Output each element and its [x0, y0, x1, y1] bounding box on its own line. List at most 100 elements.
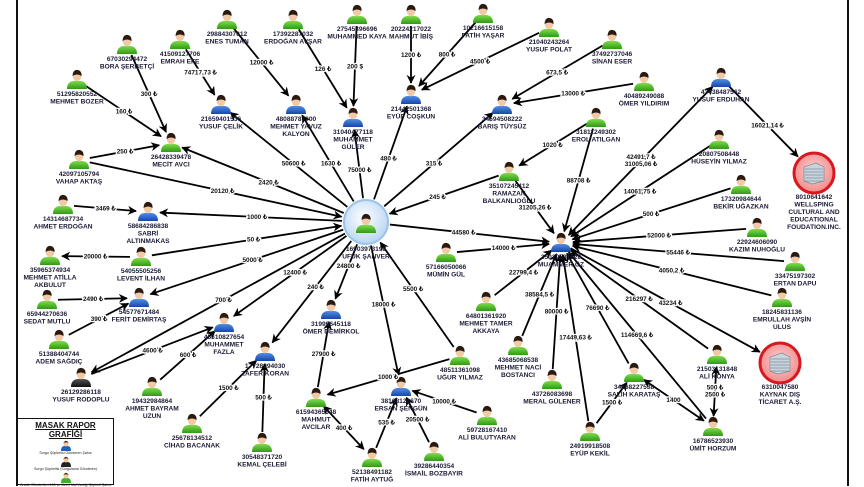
node-id-number: 21040243264	[529, 39, 570, 46]
node-name: EMRAH EFE	[161, 59, 200, 66]
transfer-arrow	[456, 240, 550, 253]
person-blue-icon	[551, 232, 571, 252]
node-name: EMRULLAH AVŞİN	[753, 316, 811, 324]
transfer-amount-label: 5000 ₺	[242, 257, 262, 264]
transfer-amount-label: 31005,06 ₺	[625, 161, 658, 168]
node-id-number: 34868227538	[614, 384, 655, 391]
person-green-icon	[37, 289, 57, 309]
transfer-amount-label: 14000 ₺	[492, 245, 516, 252]
person-green-icon	[69, 149, 89, 169]
node-name: EYÜP COŞKUN	[387, 112, 435, 121]
transfer-amount-label: 55446 ₺	[666, 250, 690, 257]
node-id-number: 14314687734	[43, 216, 84, 223]
person-blue-icon	[129, 287, 149, 307]
person-green-icon	[217, 9, 237, 29]
node-name: CULTURAL AND	[788, 209, 839, 216]
transfer-amount-label: 500 ₺	[255, 395, 272, 402]
transfer-amount-label: 3469 ₺	[95, 206, 115, 213]
person-black-icon	[71, 367, 91, 387]
transfer-amount-label: 400 ₺	[336, 425, 353, 432]
transfer-arrow	[709, 366, 721, 417]
node-name: KALYON	[282, 131, 309, 138]
node-name: MEHMET NACİ	[495, 364, 542, 372]
node-name: ULUS	[773, 324, 792, 331]
node-name: UFUK ŞANVER	[342, 254, 390, 261]
transfer-amount-label: 42491,7 ₺	[627, 154, 656, 161]
node-name: ALİ BULUTYARAN	[458, 434, 516, 442]
transfer-amount-label: 535 ₺	[378, 420, 395, 427]
transfer-amount-label: 245 ₺	[429, 194, 446, 201]
node-name: HÜSEYİN YILMAZ	[691, 157, 747, 166]
transfer-arrow	[68, 302, 130, 336]
node-name: AHMET BAYRAM	[125, 406, 179, 413]
node-name: FATİH AYTUĞ	[351, 475, 394, 484]
transfer-amount-label: 12000 ₺	[250, 60, 274, 67]
node-name: MEHMET ATİLLA	[23, 274, 76, 282]
transfer-arrow	[643, 379, 705, 422]
transfer-arrow	[233, 27, 290, 97]
transfer-arrow	[388, 174, 499, 216]
node-id-number: 48511361098	[440, 367, 480, 374]
node-name: ENES TUMAN	[205, 39, 249, 46]
node-name: MEHMET TAMER	[459, 321, 513, 328]
